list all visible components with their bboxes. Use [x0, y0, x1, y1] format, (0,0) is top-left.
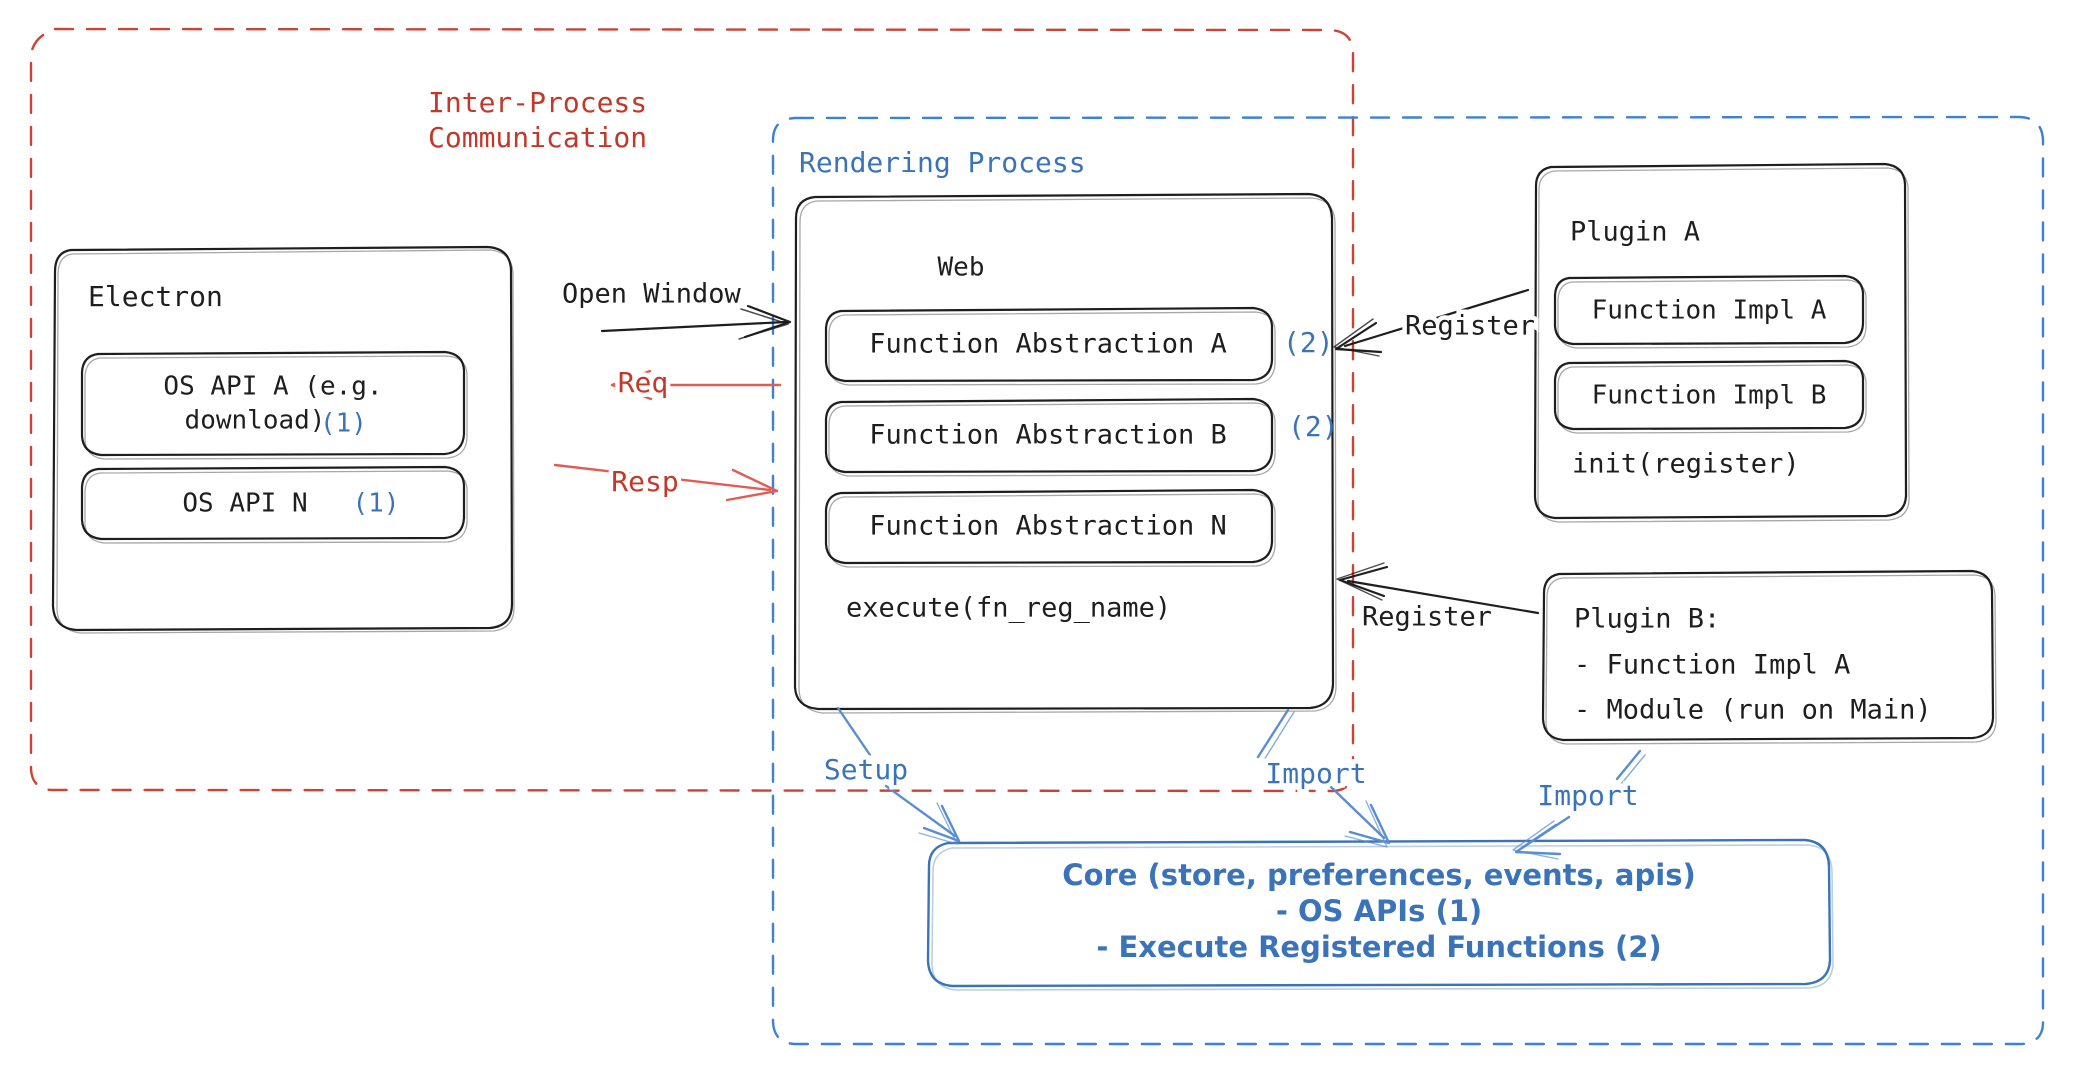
os-api-a-label-line1: OS API A (e.g. — [163, 372, 382, 402]
function-abstraction-a-label: Function Abstraction A — [869, 329, 1227, 360]
core-line-1: Core (store, preferences, events, apis) — [1062, 858, 1695, 892]
function-abstraction-n-box: Function Abstraction N — [824, 488, 1276, 568]
plugin-b-item-0: - Function Impl A — [1574, 650, 1850, 681]
ipc-zone-label-line1: Inter-Process — [428, 86, 647, 119]
web-footer-label: execute(fn_reg_name) — [846, 593, 1171, 624]
os-api-n-marker: (1) — [353, 489, 400, 519]
function-impl-b-shadow — [1557, 364, 1867, 434]
core-line-3: - Execute Registered Functions (2) — [1096, 930, 1661, 964]
import-web-label: Import — [1265, 757, 1366, 790]
register-plugin-a-arrow — [1333, 288, 1530, 357]
electron-box: Electron OS API A (e.g. download) (1) OS… — [51, 245, 515, 634]
function-impl-b-label: Function Impl B — [1592, 381, 1827, 411]
function-abstraction-n-outline — [824, 488, 1274, 565]
os-api-n-label: OS API N — [182, 489, 307, 519]
open-window-label: Open Window — [562, 279, 742, 310]
rendering-zone-boundary — [771, 115, 2045, 1046]
os-api-a-label-line2: download) — [185, 406, 326, 436]
plugin-b-box: Plugin B: - Function Impl A - Module (ru… — [1541, 569, 1997, 745]
function-abstraction-b-label: Function Abstraction B — [869, 420, 1227, 451]
import-web-arrow — [1256, 708, 1391, 848]
register-plugin-b-label: Register — [1362, 602, 1492, 633]
function-abstraction-n-label: Function Abstraction N — [869, 511, 1227, 542]
rendering-zone-label: Rendering Process — [799, 146, 1086, 179]
electron-box-outline — [51, 245, 514, 632]
function-impl-b-box: Function Impl B — [1553, 359, 1867, 434]
resp-label: Resp — [611, 465, 678, 498]
web-box-shadow — [798, 197, 1337, 714]
os-api-a-box: OS API A (e.g. download) (1) — [80, 350, 468, 460]
function-impl-a-label: Function Impl A — [1592, 296, 1827, 326]
req-label: Req — [618, 366, 669, 399]
function-abstraction-a-marker: (2) — [1283, 326, 1334, 359]
os-api-a-shadow — [84, 355, 468, 460]
core-line-2: - OS APIs (1) — [1276, 894, 1482, 928]
function-impl-a-box: Function Impl A — [1553, 274, 1867, 349]
function-impl-a-shadow — [1557, 279, 1867, 349]
core-box: Core (store, preferences, events, apis) … — [926, 838, 1834, 991]
setup-arrow — [836, 706, 961, 845]
import-plugin-b-label: Import — [1537, 779, 1638, 812]
function-abstraction-a-box: Function Abstraction A (2) — [824, 306, 1334, 386]
plugin-a-title: Plugin A — [1570, 217, 1700, 248]
os-api-n-box: OS API N (1) — [80, 465, 468, 544]
web-box: Web Function Abstraction A (2) Function … — [793, 192, 1339, 714]
function-impl-b-outline — [1553, 359, 1865, 431]
plugin-a-box-shadow — [1537, 167, 1910, 523]
plugin-b-box-shadow — [1545, 574, 1997, 745]
setup-label: Setup — [824, 753, 908, 786]
resp-arrow — [553, 463, 779, 502]
plugin-b-item-1: - Module (run on Main) — [1574, 695, 1932, 726]
plugin-b-box-outline — [1541, 569, 1995, 742]
os-api-a-marker: (1) — [320, 409, 367, 439]
function-abstraction-a-shadow — [828, 311, 1276, 386]
ipc-zone-boundary — [29, 27, 1355, 793]
os-api-n-outline — [80, 465, 466, 541]
open-window-arrow — [600, 304, 792, 340]
plugin-b-title: Plugin B: — [1574, 604, 1720, 635]
electron-title: Electron — [88, 280, 223, 313]
function-abstraction-b-outline — [824, 397, 1274, 474]
ipc-zone-label-line2: Communication — [428, 121, 647, 154]
import-plugin-b-arrow — [1512, 749, 1646, 860]
function-impl-a-outline — [1553, 274, 1865, 346]
function-abstraction-a-outline — [824, 306, 1274, 383]
req-arrow — [610, 369, 782, 401]
function-abstraction-b-box: Function Abstraction B (2) — [824, 397, 1339, 477]
os-api-a-outline — [80, 350, 466, 457]
core-box-shadow — [931, 844, 1834, 991]
function-abstraction-b-shadow — [828, 402, 1276, 477]
function-abstraction-n-shadow — [828, 493, 1276, 568]
register-plugin-a-label: Register — [1405, 311, 1535, 342]
function-abstraction-b-marker: (2) — [1288, 410, 1339, 443]
plugin-a-box-outline — [1533, 162, 1908, 520]
register-plugin-b-arrow — [1336, 562, 1540, 615]
core-box-outline — [926, 838, 1832, 988]
os-api-n-shadow — [84, 470, 468, 544]
web-box-outline — [793, 192, 1335, 711]
plugin-a-footer-label: init(register) — [1572, 449, 1800, 480]
web-title: Web — [938, 253, 985, 283]
plugin-a-box: Plugin A Function Impl A Function Impl B… — [1533, 162, 1910, 523]
